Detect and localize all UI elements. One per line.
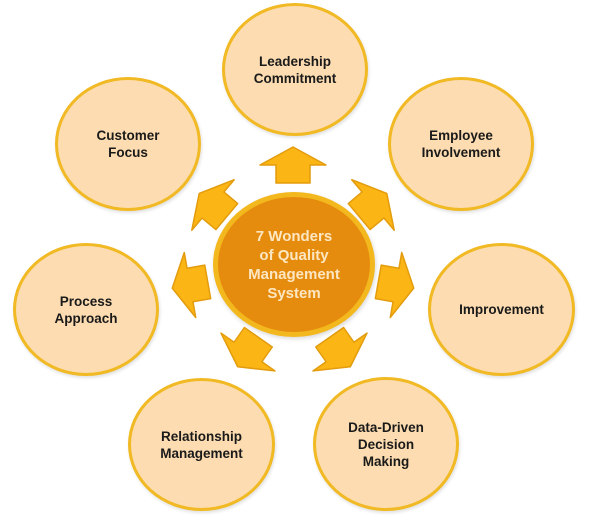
arrow-up-icon [259, 146, 327, 184]
node-label: Improvement [459, 302, 544, 317]
node-relationship-management: Relationship Management [128, 378, 275, 511]
node-label: Process Approach [54, 293, 118, 326]
arrow-left-icon [165, 248, 215, 322]
node-process-approach: Process Approach [13, 243, 159, 376]
node-label: Leadership Commitment [253, 53, 337, 86]
center-node: 7 Wonders of Quality Management System [213, 192, 375, 337]
center-label: 7 Wonders of Quality Management System [248, 227, 340, 302]
node-label: Customer Focus [96, 128, 160, 160]
node-data-driven-decision-making: Data-Driven Decision Making [313, 377, 459, 511]
arrow-right-icon [371, 248, 421, 322]
node-label: Data-Driven Decision Making [348, 419, 424, 469]
node-label: Relationship Management [160, 428, 243, 461]
node-label: Employee Involvement [421, 128, 501, 160]
node-leadership-commitment: Leadership Commitment [222, 3, 368, 136]
node-employee-involvement: Employee Involvement [388, 77, 534, 211]
node-improvement: Improvement [428, 243, 575, 376]
node-customer-focus: Customer Focus [55, 77, 201, 211]
